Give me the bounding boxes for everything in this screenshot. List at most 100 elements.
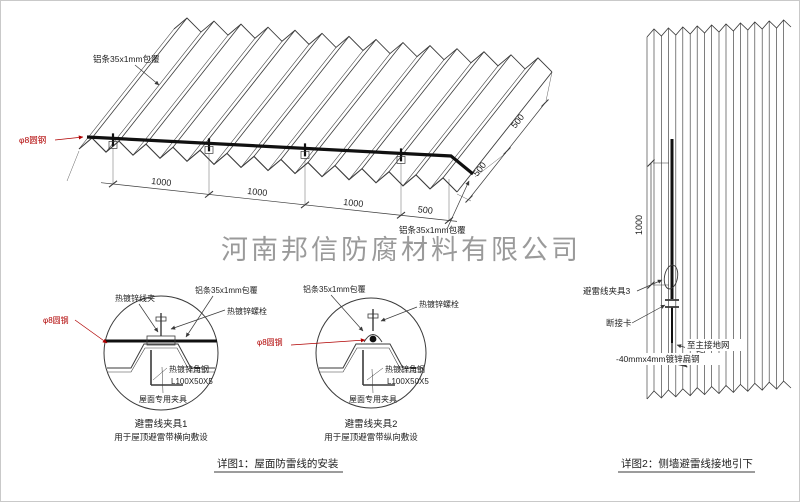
roof-ridge-line [307,42,404,163]
detail1-leader-strip [185,295,214,338]
detail1-leader-wire-clamp [138,303,159,333]
roof-dim-1000-1: 1000 [151,176,172,188]
roof-dim-1000-3: 1000 [343,197,364,209]
roof-dim-line [100,182,458,222]
roof-ridge-line [415,54,512,176]
roof-valley-line [78,28,175,150]
detail1-corrugation-profile-inner [108,347,214,373]
roof-right-dim-ext [456,193,472,202]
detail2-strip-label: 铝条35x1mm包覆 [303,284,366,294]
roof-valley-line [348,59,445,180]
wall-dim-1000-label: 1000 [634,215,644,235]
company-watermark: 河南邦信防腐材料有限公司 [221,235,581,265]
roof-dim-tick [108,180,118,188]
wall-top-profile [646,19,792,38]
detail2-leader-roof-clamp [371,368,374,394]
roof-ridge-line [361,48,458,169]
detail-circle-1 [74,295,226,411]
detail2-leader-bolt [380,306,418,322]
wall-leader-clamp [636,279,663,292]
roof-ridge-line [442,57,539,179]
detail1-title: 避雷线夹具1 [135,418,188,430]
detail2-bolt-label: 热镀锌螺栓 [419,299,459,309]
detail1-bolt-label: 热镀锌螺栓 [227,306,267,316]
roof-right-dim-tick [465,195,473,203]
roof-valley-line [159,38,256,159]
roof-back-profile [173,17,553,73]
detail1-circle [103,295,219,411]
roof-left-extension [66,150,80,182]
roof-right-dim-tick [503,147,511,155]
detail1-corrugation-profile [107,343,215,369]
wall-flat-steel-label-bg [613,353,721,365]
detail1-subtitle: 用于屋顶避雷带横向敷设 [114,432,208,442]
leader-strip-right [446,180,470,230]
leader-strip-top [134,64,160,86]
detail2-leader-strip [330,294,364,332]
roof-dim-tick [396,211,406,219]
wall-detail [631,139,718,368]
detail2-round-steel-label: φ8圆钢 [257,337,283,347]
detail1-leader-roof-clamp [161,366,164,394]
detail2-subtitle: 用于屋顶避雷带纵向敷设 [324,432,418,442]
roof-right-dim-tick [541,99,549,107]
detail1-angle-steel-label: 热镀锌角钢 [169,364,209,374]
detail1-leader-angle [152,367,168,381]
roof-ridge-line [388,51,485,173]
wall-leader-disconnect [631,304,666,324]
roof-ridge-line [118,20,215,142]
detail1-roof-clamp-label: 屋面专用夹具 [139,394,187,404]
wall-dim-tick-top [647,159,655,167]
wall-clamp-ellipse [663,264,679,290]
roof-valley-line [321,56,418,177]
detail1-wire-clamp-label: 热镀锌线夹 [115,293,155,303]
wall-corrugation-lines [646,19,792,400]
roof-valley-line [294,53,391,174]
roof-lightning-wire [86,135,475,176]
roof-dim-tick [300,201,310,209]
roof-valley-line [429,68,526,190]
wall-clamp3-label: 避雷线夹具3 [583,286,631,296]
roof-dim-1000-2: 1000 [247,186,268,198]
roof-corrugation-lines [66,17,553,225]
roof-front-profile [78,137,458,193]
roof-valley-line [186,41,283,162]
roof-ridge-line [145,23,242,145]
roof-dim-500-1: 500 [417,204,433,216]
detail2-corrugation-profile-inner [320,347,422,373]
roof-ridge-line [280,39,377,160]
detail2-angle-steel-label: 热镀锌角钢 [385,364,425,374]
detail2-roof-clamp-label: 屋面专用夹具 [349,394,397,404]
detail1-strip-label: 铝条35x1mm包覆 [195,285,258,295]
detail2-wire-section [369,335,377,343]
roof-valley-line [267,50,364,171]
detail-circle-2 [290,294,427,409]
detail1-bolt-nut [155,316,167,322]
detail1-round-steel-label: φ8圆钢 [43,315,69,325]
roof-dim-500-right-2: 500 [509,112,526,130]
detail1-leader-round-steel [74,319,108,344]
wall-to-ground-label-bg [685,339,747,351]
detail2-leader-round-steel [290,338,366,346]
caption-detail1: 详图1：屋面防雷线的安装 [217,457,339,470]
detail2-title: 避雷线夹具2 [345,418,398,430]
roof-round-steel-label: φ8圆钢 [19,135,46,145]
roof-dim-tick [204,190,214,199]
roof-strip-top-label: 铝条35x1mm包覆 [93,54,160,64]
detail2-bolt-nut [367,313,379,319]
detail2-angle-size-label: L100X50X5 [387,377,429,386]
leader-round-steel [54,135,84,141]
roof-right-dim-ext [545,71,553,102]
detail2-corrugation-profile [319,343,423,369]
roof-ridge-line [226,33,323,154]
roof-dim-500-right-1: 500 [471,160,488,178]
wall-bottom-profile [646,380,792,400]
detail1-leader-bolt [170,309,226,330]
roof-valley-line [132,34,229,156]
detail1-angle-size-label: L100X50X5 [171,377,213,386]
detail2-leader-angle [366,367,384,381]
wall-flat-steel-label: -40mmx4mm镀锌扁钢 [616,354,700,364]
roof-strip-right-label: 铝条35x1mm包覆 [399,225,466,235]
